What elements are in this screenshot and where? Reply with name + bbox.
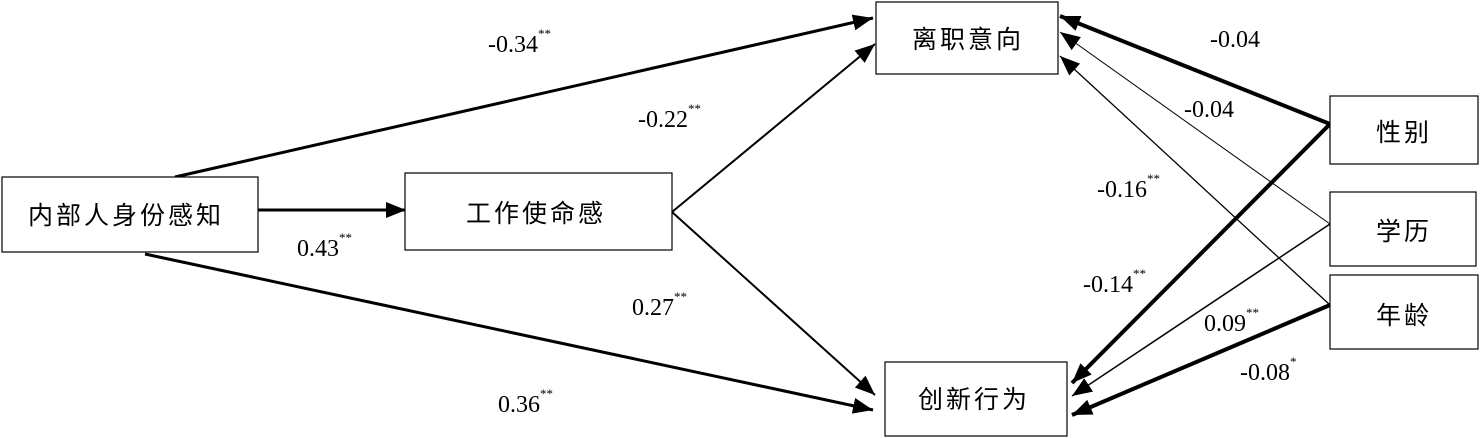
edge-age-to-innovation xyxy=(1071,303,1331,417)
edges xyxy=(144,14,1332,417)
node-perceived-insider-status: 内部人身份感知 xyxy=(1,176,259,253)
svg-text:内部人身份感知: 内部人身份感知 xyxy=(28,201,224,230)
edge-education-to-innovation xyxy=(1071,223,1331,397)
edge-age-to-turnover xyxy=(1059,55,1331,306)
edge-calling-to-innovation xyxy=(671,211,876,396)
node-work-calling: 工作使命感 xyxy=(404,172,673,251)
coef-age-to-turnover: -0.16** xyxy=(1097,171,1160,203)
svg-text:学历: 学历 xyxy=(1376,217,1432,246)
svg-text:创新行为: 创新行为 xyxy=(918,385,1030,414)
svg-text:性别: 性别 xyxy=(1376,118,1432,147)
coef-education-to-innovation: 0.09** xyxy=(1204,305,1259,337)
coef-age-to-innovation: -0.08* xyxy=(1240,354,1297,386)
coef-education-to-turnover: -0.04 xyxy=(1184,97,1234,123)
edge-insider-to-turnover xyxy=(174,14,874,179)
coef-gender-to-turnover: -0.04 xyxy=(1210,27,1260,53)
coef-insider-to-innovation: 0.36** xyxy=(498,386,553,418)
edge-insider-to-innovation xyxy=(144,252,874,414)
svg-text:工作使命感: 工作使命感 xyxy=(466,199,606,228)
node-education: 学历 xyxy=(1329,191,1477,267)
coef-calling-to-innovation: 0.27** xyxy=(632,289,687,321)
node-turnover-intention: 离职意向 xyxy=(875,1,1059,75)
coefficient-labels: -0.34** 0.43** 0.36** -0.22** 0.27** -0.… xyxy=(297,26,1297,418)
node-innovative-behavior: 创新行为 xyxy=(884,361,1068,437)
coef-calling-to-turnover: -0.22** xyxy=(638,101,701,133)
edge-gender-to-innovation xyxy=(1070,122,1332,385)
coef-insider-to-turnover: -0.34** xyxy=(488,26,551,58)
node-gender: 性别 xyxy=(1329,95,1479,165)
svg-text:离职意向: 离职意向 xyxy=(912,25,1024,54)
edge-gender-to-turnover xyxy=(1059,14,1331,126)
coef-insider-to-calling: 0.43** xyxy=(297,230,352,262)
edge-calling-to-turnover xyxy=(671,43,876,213)
edge-education-to-turnover xyxy=(1059,31,1331,225)
coef-gender-to-innovation: -0.14** xyxy=(1083,266,1146,298)
svg-text:年龄: 年龄 xyxy=(1376,301,1432,330)
node-age: 年龄 xyxy=(1329,274,1479,350)
